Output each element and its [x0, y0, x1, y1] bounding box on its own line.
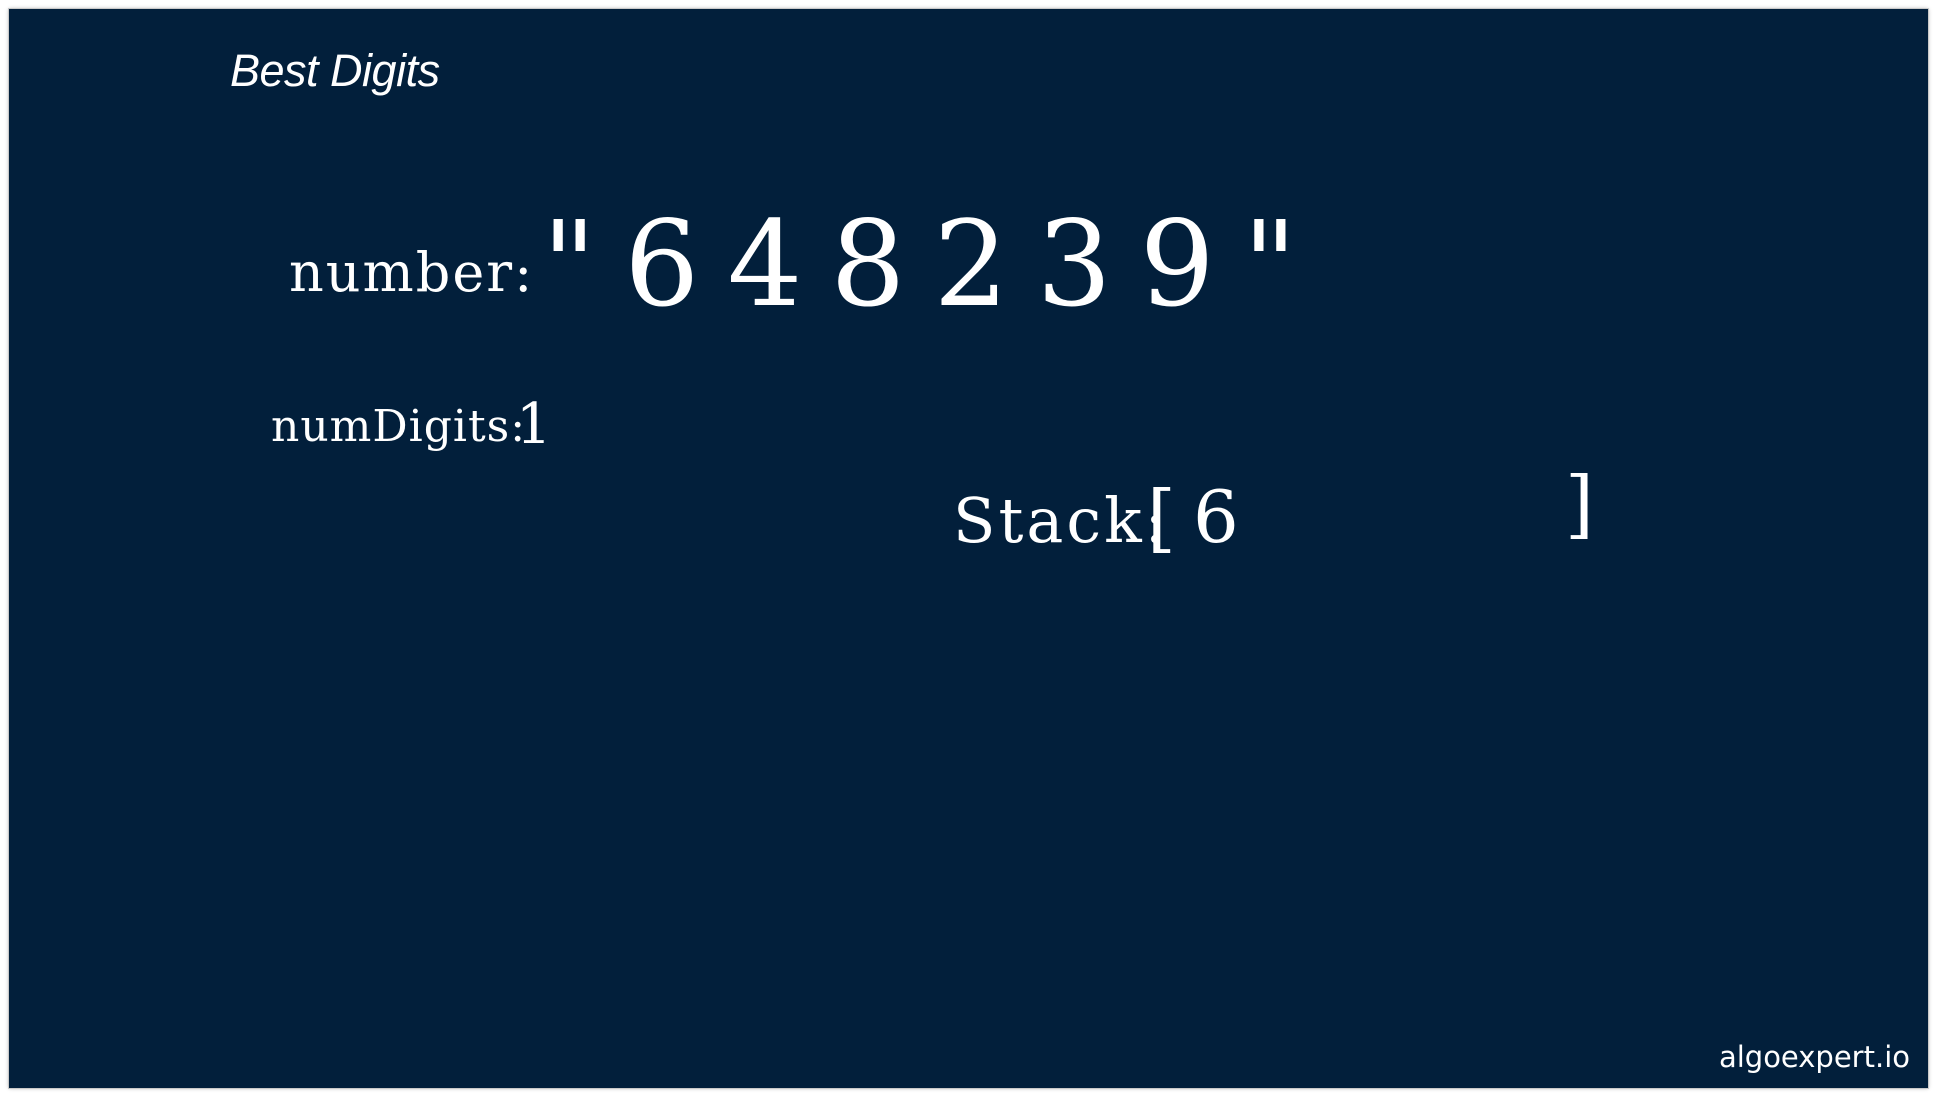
- slide-title: Best Digits: [230, 45, 440, 96]
- numdigits-label: numDigits:: [271, 401, 527, 452]
- slide-canvas: Best Digits number: "648239" numDigits: …: [9, 9, 1928, 1088]
- stack-close-bracket: ]: [1565, 461, 1594, 547]
- stack-label: Stack:: [953, 484, 1169, 557]
- brand-watermark: algoexpert.io: [1718, 1040, 1910, 1074]
- numdigits-value: 1: [516, 392, 552, 457]
- stack-open-bracket: [: [1147, 475, 1176, 561]
- number-label: number:: [289, 241, 535, 304]
- stack-item: 6: [1193, 475, 1239, 559]
- number-value: "648239": [542, 195, 1326, 333]
